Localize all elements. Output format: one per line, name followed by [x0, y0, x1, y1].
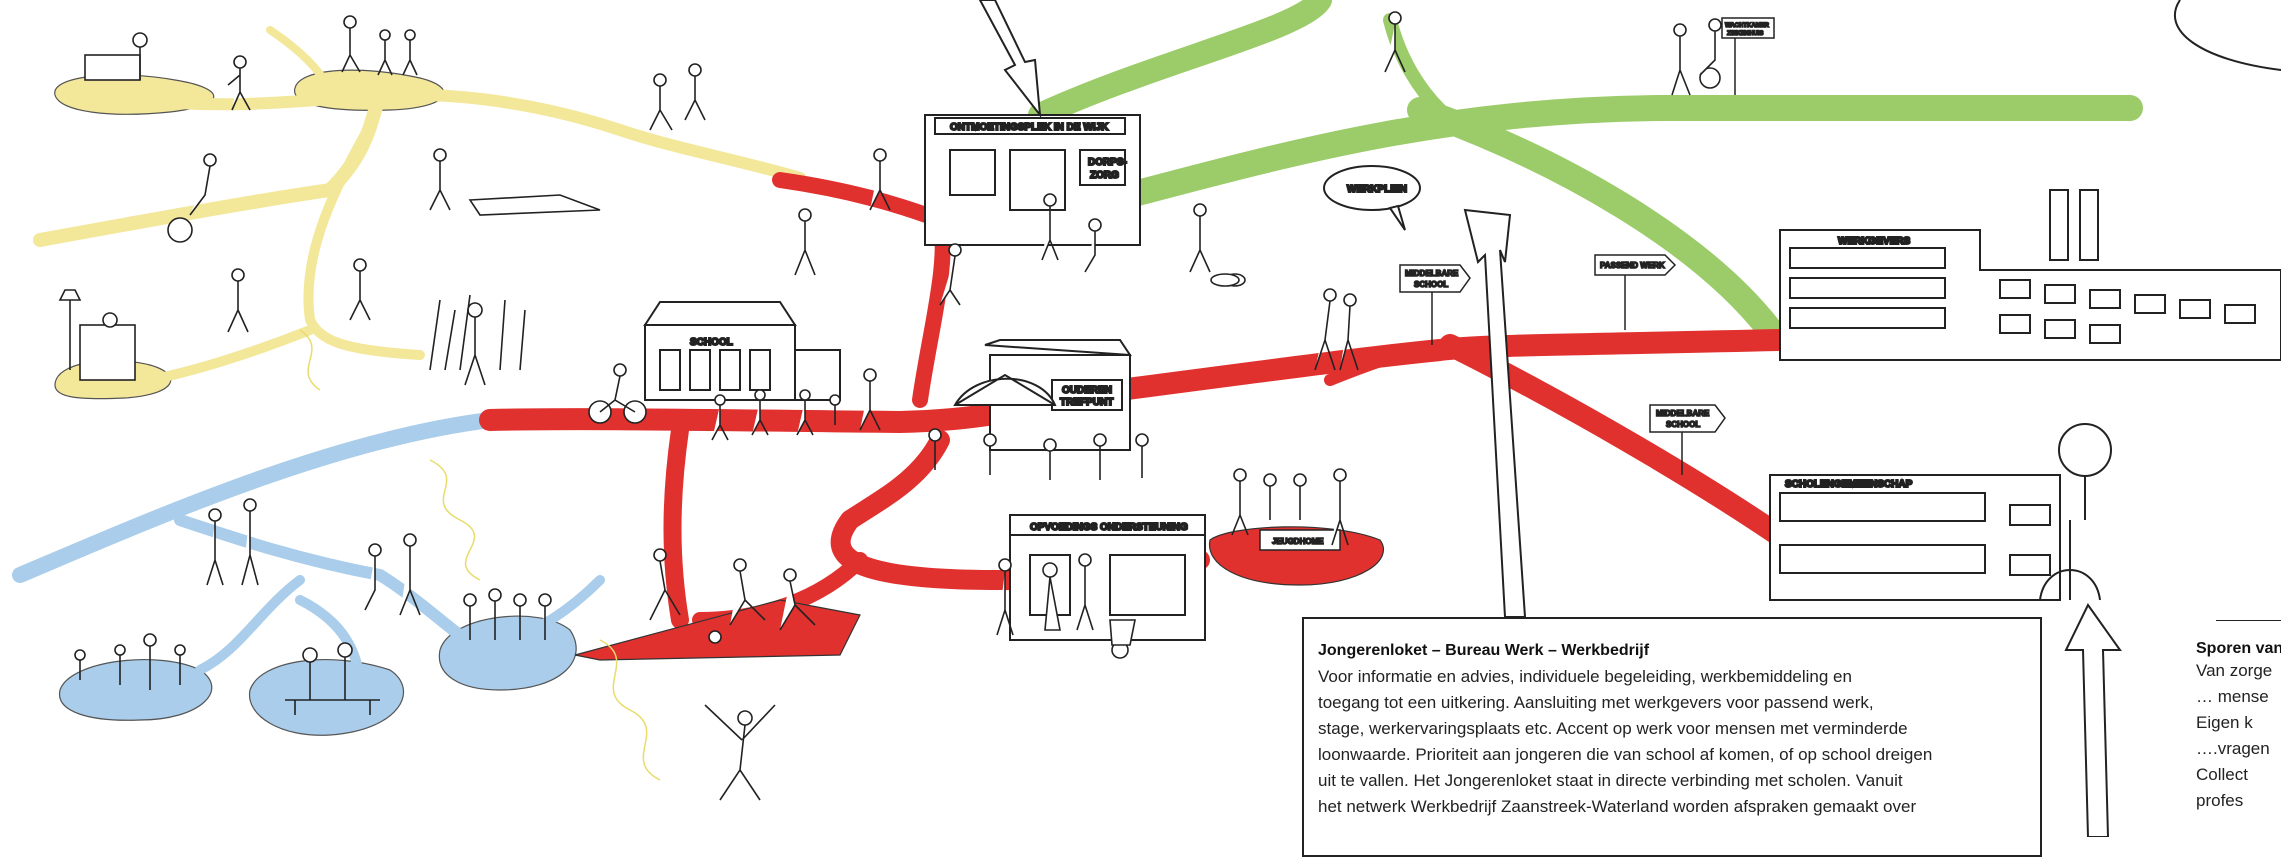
- dorpszorg-label-1: DORPS-: [1088, 157, 1127, 168]
- opvoeding-building: OPVOEDINGS ONDERSTEUNING: [1009, 514, 1206, 641]
- sign-middelbare-school-2: MIDDELBARE SCHOOL: [1649, 404, 1726, 475]
- wachtkamer-label-2: ZIEKENHUIS: [1727, 31, 1763, 37]
- info-box-line: stage, werkervaringsplaats etc. Accent o…: [1318, 719, 1908, 738]
- sign-passend-werk: PASSEND WERK: [1594, 254, 1677, 330]
- side-line: Collect: [2196, 765, 2248, 784]
- wachtkamer-label-1: WACHTKAMER: [1725, 23, 1770, 29]
- middelbare-school-label-2b: SCHOOL: [1666, 420, 1700, 429]
- ontmoetingsplek-label: ONTMOETINGSPLEK IN DE WIJK: [950, 122, 1109, 133]
- info-box-line: uit te vallen. Het Jongerenloket staat i…: [1318, 771, 1903, 790]
- ouderen-trefpunt-building: OUDEREN TREFPUNT: [953, 339, 1132, 451]
- school-label: SCHOOL: [690, 337, 733, 348]
- middelbare-school-label-1a: MIDDELBARE: [1405, 269, 1459, 278]
- ouderen-label-2: TREFPUNT: [1060, 397, 1113, 408]
- werkplein-label: WERKPLEIN: [1347, 184, 1407, 195]
- side-line: profes: [2196, 791, 2244, 810]
- jeugdhome-counter: JEUGDHOME: [1259, 529, 1341, 551]
- info-box-line: Voor informatie en advies, individuele b…: [1318, 667, 1852, 686]
- people-figures: [58, 11, 1722, 801]
- scholengemeenschap-label: SCHOLENGEMEENSCHAP: [1785, 479, 1913, 490]
- scholengemeenschap-building: SCHOLENGEMEENSCHAP: [1769, 423, 2112, 601]
- info-box-line: loonwaarde. Prioriteit aan jongeren die …: [1318, 745, 1933, 764]
- side-rule: [2216, 620, 2281, 621]
- jongerenloket-info-box: Jongerenloket – Bureau Werk – Werkbedrij…: [1302, 617, 2042, 857]
- werkgevers-factory: WERKGEVERS: [1779, 189, 2281, 361]
- info-box-line: toegang tot een uitkering. Aansluiting m…: [1318, 693, 1874, 712]
- side-line: Van zorge: [2196, 661, 2273, 680]
- passend-werk-label: PASSEND WERK: [1600, 261, 1665, 270]
- ouderen-label-1: OUDEREN: [1062, 385, 1112, 396]
- werkplein-bubble: WERKPLEIN: [1323, 165, 1421, 231]
- opvoeding-label: OPVOEDINGS ONDERSTEUNING: [1030, 522, 1188, 533]
- jeugdhome-label: JEUGDHOME: [1272, 537, 1324, 546]
- ontmoetingsplek-building: ONTMOETINGSPLEK IN DE WIJK DORPS- ZORG: [924, 114, 1141, 246]
- speech-bubble-fragment: [2173, 0, 2281, 71]
- yellow-lanes: [33, 26, 806, 385]
- social-domain-map: ONTMOETINGSPLEK IN DE WIJK DORPS- ZORG S…: [12, 0, 2281, 837]
- werkgevers-label: WERKGEVERS: [1838, 236, 1911, 247]
- sign-middelbare-school-1: MIDDELBARE SCHOOL: [1399, 264, 1471, 345]
- wiggly-lines: [299, 329, 661, 781]
- blue-paths: [59, 615, 577, 736]
- dorpszorg-label-2: ZORG: [1090, 170, 1119, 181]
- info-box-line: het netwerk Werkbedrijf Zaanstreek-Water…: [1318, 797, 1917, 816]
- side-line: Eigen k: [2196, 713, 2253, 732]
- side-text-panel: Sporen van Van zorge … mense Eigen k ….v…: [2196, 640, 2281, 814]
- side-line: … mense: [2196, 687, 2269, 706]
- side-title: Sporen van: [2196, 640, 2281, 657]
- side-line: ….vragen: [2196, 739, 2270, 758]
- middelbare-school-label-2a: MIDDELBARE: [1656, 409, 1710, 418]
- sign-wachtkamer: WACHTKAMER ZIEKENHUIS: [1721, 17, 1775, 95]
- school-building: SCHOOL: [643, 301, 841, 401]
- info-box-title: Jongerenloket – Bureau Werk – Werkbedrij…: [1318, 642, 1650, 659]
- middelbare-school-label-1b: SCHOOL: [1414, 280, 1448, 289]
